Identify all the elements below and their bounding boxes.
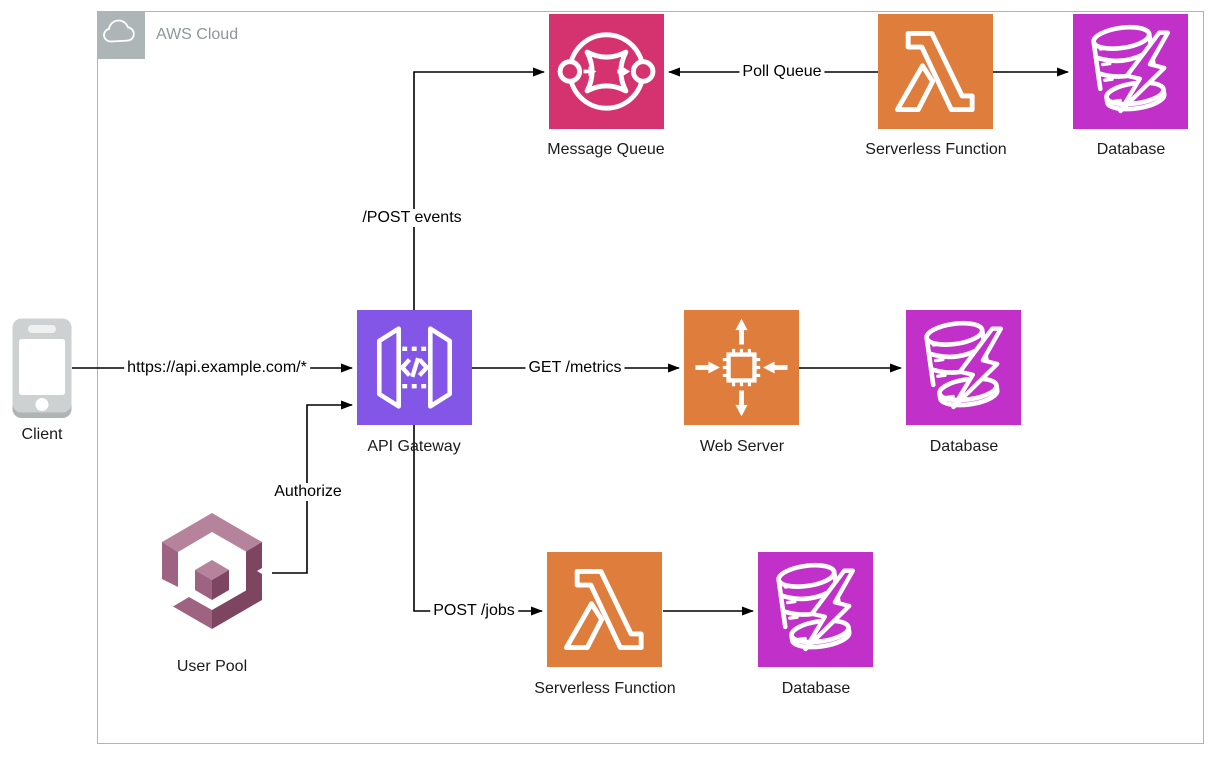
mobile-device-icon	[12, 318, 72, 418]
database-top-label: Database	[1096, 141, 1166, 158]
database-bottom-node[interactable]	[758, 552, 873, 667]
lambda-function-icon	[894, 30, 975, 113]
message-queue-icon	[557, 32, 656, 111]
api-gateway-node[interactable]	[357, 310, 472, 425]
database-mid-label: Database	[929, 438, 999, 455]
client-node[interactable]	[12, 318, 72, 418]
edge-label-client-url: https://api.example.com/*	[124, 359, 310, 377]
cloud-icon	[103, 19, 135, 43]
serverless-function-top-label: Serverless Function	[865, 141, 1007, 158]
api-gateway-icon	[376, 326, 453, 409]
aws-cloud-title: AWS Cloud	[156, 26, 239, 43]
client-label: Client	[21, 426, 63, 443]
serverless-function-top-node[interactable]	[878, 14, 993, 129]
edge-apigateway-messagequeue[interactable]	[413, 67, 545, 310]
lambda-function-icon	[563, 568, 644, 651]
aws-cloud-header	[97, 11, 145, 59]
message-queue-node[interactable]	[549, 14, 664, 129]
database-lightning-icon	[924, 320, 1004, 410]
database-bottom-label: Database	[781, 680, 851, 697]
serverless-function-bottom-label: Serverless Function	[534, 680, 676, 697]
database-lightning-icon	[1091, 24, 1171, 114]
cognito-user-pool-icon	[162, 513, 262, 629]
api-gateway-label: API Gateway	[367, 438, 461, 455]
edge-label-get-metrics: GET /metrics	[525, 359, 625, 377]
user-pool-node[interactable]	[152, 503, 272, 649]
edge-label-post-events: /POST events	[359, 209, 465, 227]
server-chip-icon	[695, 318, 788, 417]
edge-label-authorize: Authorize	[271, 483, 345, 501]
serverless-function-bottom-node[interactable]	[547, 552, 662, 667]
edge-label-poll-queue: Poll Queue	[739, 63, 825, 81]
user-pool-label: User Pool	[176, 658, 248, 675]
database-top-node[interactable]	[1073, 14, 1188, 129]
web-server-node[interactable]	[684, 310, 799, 425]
aws-cloud-group[interactable]: AWS Cloud	[97, 11, 1204, 744]
database-lightning-icon	[776, 562, 856, 652]
web-server-label: Web Server	[699, 438, 785, 455]
edge-label-post-jobs: POST /jobs	[430, 602, 518, 620]
message-queue-label: Message Queue	[547, 141, 665, 158]
database-mid-node[interactable]	[906, 310, 1021, 425]
